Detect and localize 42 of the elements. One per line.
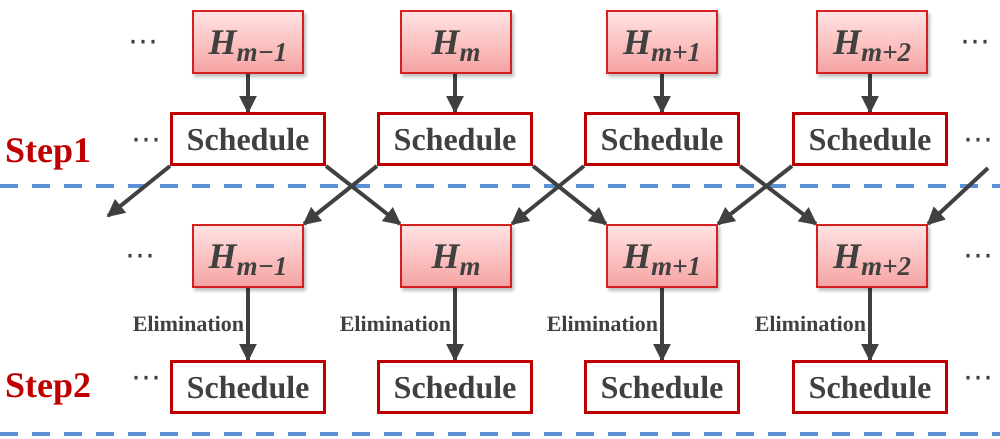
schedule-box: Schedule: [792, 360, 948, 414]
arrow: [446, 288, 464, 362]
ellipsis: ⋯: [963, 241, 993, 271]
hypothesis-box: H$_{m+2}$: [816, 10, 928, 74]
schedule-box: Schedule: [377, 360, 533, 414]
arrow: [302, 164, 378, 226]
hypothesis-box: H$_{m−1}$: [192, 224, 304, 288]
arrow: [738, 164, 818, 226]
arrow: [653, 288, 671, 362]
ellipsis: ⋯: [131, 125, 161, 155]
step-label: Step2: [5, 367, 91, 403]
hypothesis-box: H$_{m}$: [400, 224, 512, 288]
arrow: [532, 164, 608, 226]
arrow: [239, 74, 257, 114]
ellipsis: ⋯: [960, 27, 990, 57]
hypothesis-box: H$_{m}$: [400, 10, 512, 74]
schedule-box: Schedule: [170, 112, 326, 166]
ellipsis: ⋯: [128, 27, 158, 57]
arrow: [861, 74, 879, 114]
ellipsis: ⋯: [125, 241, 155, 271]
ellipsis: ⋯: [963, 125, 993, 155]
schedule-box: Schedule: [584, 360, 740, 414]
hypothesis-box: H$_{m+1}$: [606, 10, 718, 74]
schedule-box: Schedule: [584, 112, 740, 166]
arrow: [106, 164, 172, 218]
step-label: Step1: [5, 132, 91, 168]
arrow: [239, 288, 257, 362]
arrow: [653, 74, 671, 114]
hypothesis-box: H$_{m+2}$: [816, 224, 928, 288]
hypothesis-box: H$_{m+1}$: [606, 224, 718, 288]
arrow: [926, 166, 990, 226]
schedule-box: Schedule: [377, 112, 533, 166]
arrow: [510, 164, 586, 226]
ellipsis: ⋯: [131, 363, 161, 393]
arrow: [861, 288, 879, 362]
schedule-box: Schedule: [170, 360, 326, 414]
arrow: [446, 74, 464, 114]
ellipsis: ⋯: [963, 363, 993, 393]
arrow: [324, 164, 402, 226]
schedule-box: Schedule: [792, 112, 948, 166]
hypothesis-box: H$_{m−1}$: [192, 10, 304, 74]
arrow: [716, 164, 794, 226]
